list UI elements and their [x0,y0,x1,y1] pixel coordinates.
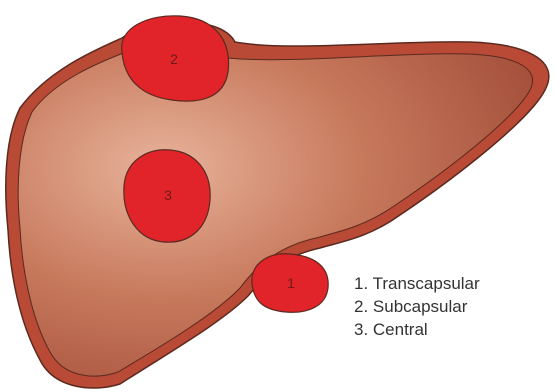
legend-item-central: 3. Central [354,318,480,341]
legend-item-transcapsular: 1. Transcapsular [354,272,480,295]
lesion-number-2: 2 [170,51,178,67]
legend: 1. Transcapsular 2. Subcapsular 3. Centr… [354,272,480,341]
legend-item-subcapsular: 2. Subcapsular [354,295,480,318]
lesion-number-3: 3 [164,187,172,203]
lesion-number-1: 1 [287,275,295,291]
